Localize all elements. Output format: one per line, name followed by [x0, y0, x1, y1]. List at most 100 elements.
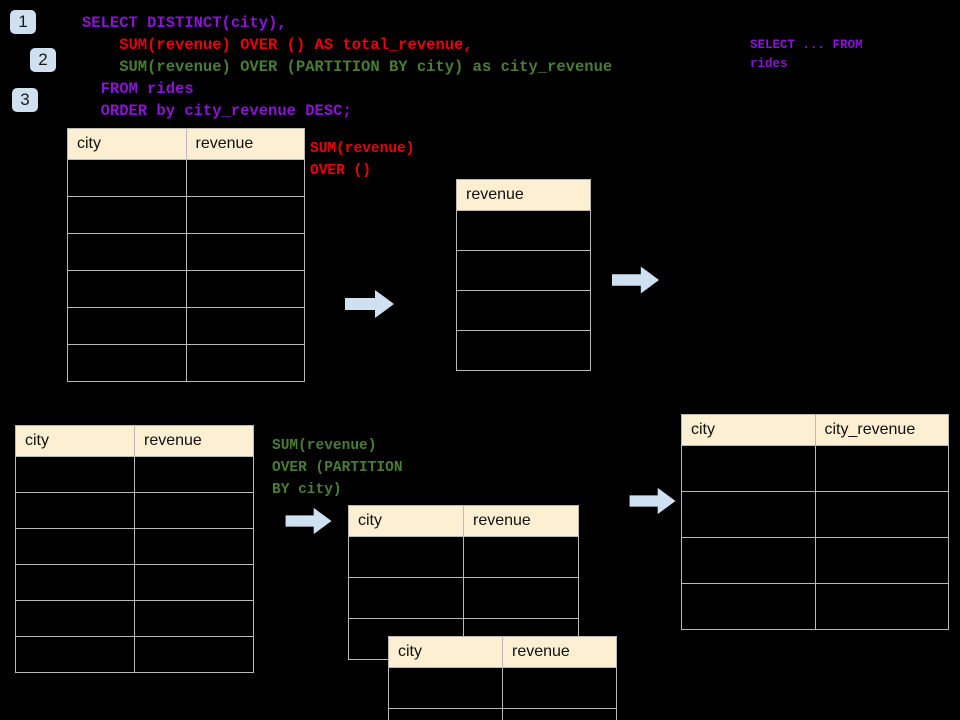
cell — [348, 536, 464, 578]
cell — [67, 159, 187, 197]
cell — [814, 491, 949, 538]
table-row — [15, 636, 254, 673]
table-row — [388, 667, 617, 709]
cell — [15, 456, 135, 493]
arrow-right-icon-1 — [345, 288, 395, 325]
table-row — [67, 233, 305, 271]
cell — [134, 528, 254, 565]
cell — [15, 564, 135, 601]
annotation-city-revenue: SUM(revenue) OVER (PARTITION BY city) — [272, 438, 403, 498]
cell — [681, 445, 816, 492]
table-result: city city_revenue — [681, 414, 949, 630]
step-badge-1: 1 — [10, 10, 36, 34]
column-header-city: city — [348, 505, 464, 537]
table-row — [67, 307, 305, 345]
cell — [814, 537, 949, 584]
cell — [185, 270, 305, 308]
table-row — [388, 708, 617, 720]
cell — [134, 636, 254, 673]
cell — [15, 600, 135, 637]
cell — [134, 492, 254, 529]
cell — [456, 210, 591, 251]
cell — [134, 456, 254, 493]
cell — [134, 564, 254, 601]
table-row — [456, 330, 591, 371]
sql-line-total-revenue: SUM(revenue) OVER () AS total_revenue, — [82, 36, 473, 54]
column-header-city: city — [388, 636, 503, 668]
table-source-bottom: city revenue — [15, 425, 254, 673]
table-row — [15, 456, 254, 493]
sql-line-city-revenue: SUM(revenue) OVER (PARTITION BY city) as… — [82, 58, 613, 76]
table-row — [681, 583, 949, 630]
arrow-right-icon-3 — [284, 506, 334, 541]
table-row — [15, 600, 254, 637]
cell — [67, 270, 187, 308]
cell — [134, 600, 254, 637]
cell — [67, 196, 187, 234]
column-header-city-revenue: city_revenue — [814, 414, 949, 446]
cell — [681, 491, 816, 538]
cell — [681, 537, 816, 584]
table-row — [456, 210, 591, 251]
cell — [185, 159, 305, 197]
table-row — [681, 445, 949, 492]
step-badge-2: 2 — [30, 48, 56, 72]
table-row — [681, 537, 949, 584]
cell — [388, 708, 503, 720]
cell — [456, 330, 591, 371]
sql-line-select: SELECT DISTINCT(city), — [82, 14, 287, 32]
cell — [15, 492, 135, 529]
table-total-revenue: revenue — [456, 179, 591, 371]
cell — [463, 577, 579, 619]
table-row — [15, 528, 254, 565]
table-row — [67, 270, 305, 308]
table-row — [348, 577, 579, 619]
cell — [502, 708, 617, 720]
column-header-city: city — [15, 425, 135, 457]
column-header-revenue: revenue — [502, 636, 617, 668]
sql-line-order-by: ORDER by city_revenue DESC; — [82, 102, 352, 120]
table-row — [67, 196, 305, 234]
table-header-row: city city_revenue — [681, 414, 949, 446]
column-header-revenue: revenue — [456, 179, 591, 211]
cell — [463, 536, 579, 578]
table-header-row: city revenue — [15, 425, 254, 457]
table-row — [348, 536, 579, 578]
cell — [185, 307, 305, 345]
column-header-revenue: revenue — [185, 128, 305, 160]
column-header-city: city — [67, 128, 187, 160]
table-partition-back: city revenue — [348, 505, 579, 660]
cell — [67, 233, 187, 271]
table-row — [15, 564, 254, 601]
cell — [681, 583, 816, 630]
step-badge-3: 3 — [12, 88, 38, 112]
cell — [15, 528, 135, 565]
cell — [185, 196, 305, 234]
arrow-right-icon-2 — [612, 264, 660, 301]
cell — [814, 445, 949, 492]
table-row — [15, 492, 254, 529]
cell — [67, 344, 187, 382]
sql-side-note: SELECT ... FROM rides — [750, 38, 863, 71]
table-partition-front: city revenue — [388, 636, 617, 720]
cell — [185, 233, 305, 271]
annotation-total-revenue: SUM(revenue) OVER () — [310, 141, 415, 179]
table-row — [456, 290, 591, 331]
cell — [456, 250, 591, 291]
cell — [15, 636, 135, 673]
table-row — [456, 250, 591, 291]
cell — [456, 290, 591, 331]
table-header-row: city revenue — [388, 636, 617, 668]
column-header-revenue: revenue — [134, 425, 254, 457]
cell — [502, 667, 617, 709]
cell — [814, 583, 949, 630]
column-header-revenue: revenue — [463, 505, 579, 537]
arrow-right-icon-4 — [628, 486, 678, 521]
table-source-top: city revenue — [67, 128, 305, 382]
cell — [348, 577, 464, 619]
table-row — [67, 344, 305, 382]
table-row — [681, 491, 949, 538]
cell — [185, 344, 305, 382]
table-header-row: city revenue — [67, 128, 305, 160]
